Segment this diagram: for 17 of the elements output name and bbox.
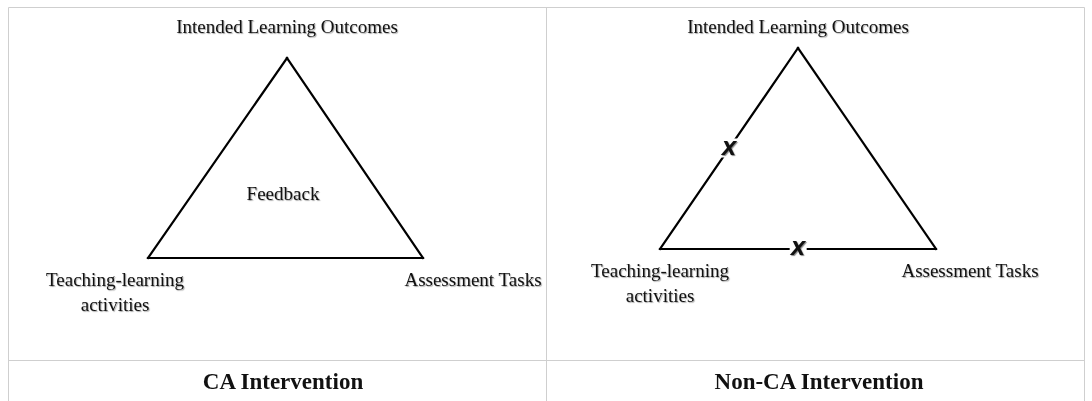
column-heading: Non-CA Intervention (714, 369, 924, 395)
triangle-side (658, 247, 938, 251)
column-heading: CA Intervention (202, 369, 364, 395)
corner-label: Assessment Tasks (400, 258, 546, 320)
corner-label: Teaching-learning activities (560, 249, 760, 311)
corner-label: Teaching-learning activities (20, 258, 210, 320)
triangle-side (285, 56, 425, 260)
corner-label: Intended Learning Outcomes (150, 14, 424, 58)
edge-label: X (789, 238, 807, 258)
corner-label: Intended Learning Outcomes (660, 14, 936, 48)
triangle-side (146, 256, 425, 260)
edge-label: X (720, 138, 738, 157)
center-label: Feedback (246, 183, 320, 205)
triangle-side (796, 46, 938, 251)
corner-label: Assessment Tasks (880, 249, 1060, 311)
triangle-side (146, 56, 289, 260)
triangle-side (658, 46, 800, 251)
